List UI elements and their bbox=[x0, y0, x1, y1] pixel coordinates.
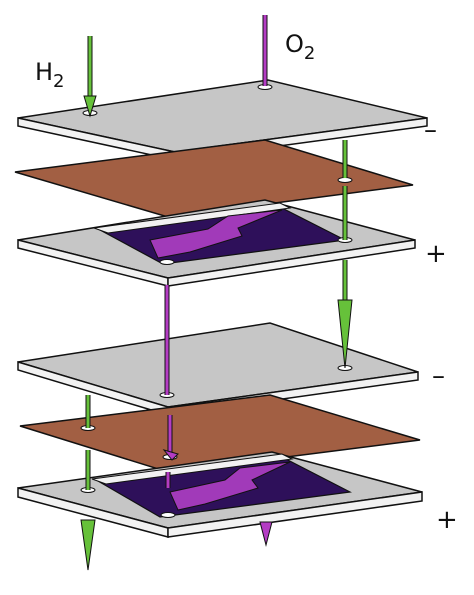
o2-subscript: 2 bbox=[304, 43, 315, 64]
positive-terminal-bottom: + bbox=[436, 505, 458, 535]
o2-label: O bbox=[285, 30, 304, 58]
positive-terminal-top: + bbox=[425, 239, 447, 269]
svg-text:O2: O2 bbox=[285, 30, 315, 64]
flow-direction-arrow bbox=[169, 461, 291, 511]
negative-terminal-top: – bbox=[424, 115, 437, 145]
h2-subscript: 2 bbox=[53, 71, 64, 92]
svg-text:H2: H2 bbox=[35, 58, 65, 92]
h2-label: H bbox=[35, 58, 53, 86]
cell-2-anode-plate bbox=[17, 322, 419, 417]
negative-terminal-bottom: – bbox=[432, 361, 445, 391]
cell-1-cathode-plate bbox=[17, 199, 416, 287]
cell-1-membrane bbox=[14, 139, 414, 218]
flow-direction-arrow bbox=[149, 209, 283, 259]
oxygen-flow bbox=[162, 15, 273, 547]
cell-2-cathode-plate bbox=[17, 451, 423, 538]
hydrogen-flow bbox=[80, 36, 353, 571]
